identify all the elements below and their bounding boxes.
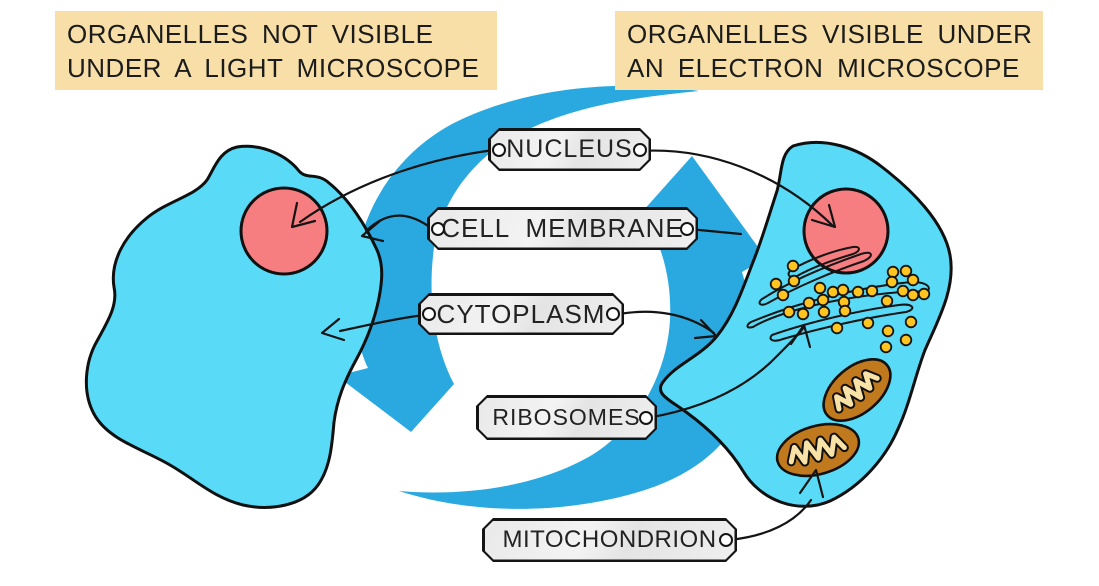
left-cell: [84, 144, 384, 509]
ribosome-dots: [769, 259, 931, 354]
connector-cell-membrane-left: [360, 214, 433, 243]
label-cytoplasm-text: CYTOPLASM: [436, 298, 606, 329]
connector-cytoplasm-left: [320, 313, 426, 342]
cycle-arrow-top-left: [337, 85, 699, 432]
label-nucleus-text: NUCLEUS: [506, 135, 633, 163]
header-left-line2: UNDER A LIGHT MICROSCOPE: [67, 52, 480, 83]
connector-dot-right: [633, 142, 647, 157]
label-cell-membrane-text: CELL MEMBRANE: [441, 213, 684, 243]
connector-dot-right: [680, 221, 694, 236]
connector-dot-right: [639, 410, 653, 425]
label-fill: [421, 296, 622, 333]
connector-ribosomes: [645, 323, 812, 420]
label-nucleus: NUCLEUS: [488, 128, 651, 171]
label-fill: [491, 131, 649, 169]
header-right-line1: ORGANELLES VISIBLE UNDER: [627, 18, 1033, 49]
label-fill: [485, 521, 735, 560]
label-cell-membrane: CELL MEMBRANE: [427, 207, 698, 250]
label-ribosomes: RIBOSOMES: [476, 395, 657, 440]
connector-dot-left: [422, 307, 436, 321]
right-cell: [659, 141, 953, 508]
header-visible-electron-microscope: ORGANELLES VISIBLE UNDER AN ELECTRON MIC…: [615, 11, 1043, 90]
header-not-visible-light-microscope: ORGANELLES NOT VISIBLE UNDER A LIGHT MIC…: [55, 11, 497, 90]
left-cell-body: [84, 144, 384, 509]
mitochondrion-upper: [822, 358, 892, 422]
label-fill: [430, 210, 696, 248]
connector-nucleus-right: [638, 149, 837, 229]
header-right-line2: AN ELECTRON MICROSCOPE: [627, 52, 1020, 83]
label-ribosomes-text: RIBOSOMES: [492, 404, 641, 430]
label-fill: [479, 398, 655, 438]
connector-dot-left: [431, 221, 445, 236]
mitochondrion-lower: [775, 422, 861, 478]
connector-mitochondrion: [727, 468, 825, 542]
label-cytoplasm: CYTOPLASM: [418, 293, 624, 335]
connector-nucleus-left: [290, 148, 496, 229]
label-mitochondrion: MITOCHONDRION: [482, 518, 737, 562]
connector-dot-left: [492, 142, 506, 157]
connector-dot-right: [719, 533, 733, 547]
label-mitochondrion-text: MITOCHONDRION: [502, 526, 717, 553]
connector-cytoplasm-right: [617, 310, 718, 340]
connector-dot-right: [606, 307, 620, 321]
left-cell-nucleus: [239, 186, 329, 276]
header-left-line1: ORGANELLES NOT VISIBLE: [67, 18, 434, 49]
